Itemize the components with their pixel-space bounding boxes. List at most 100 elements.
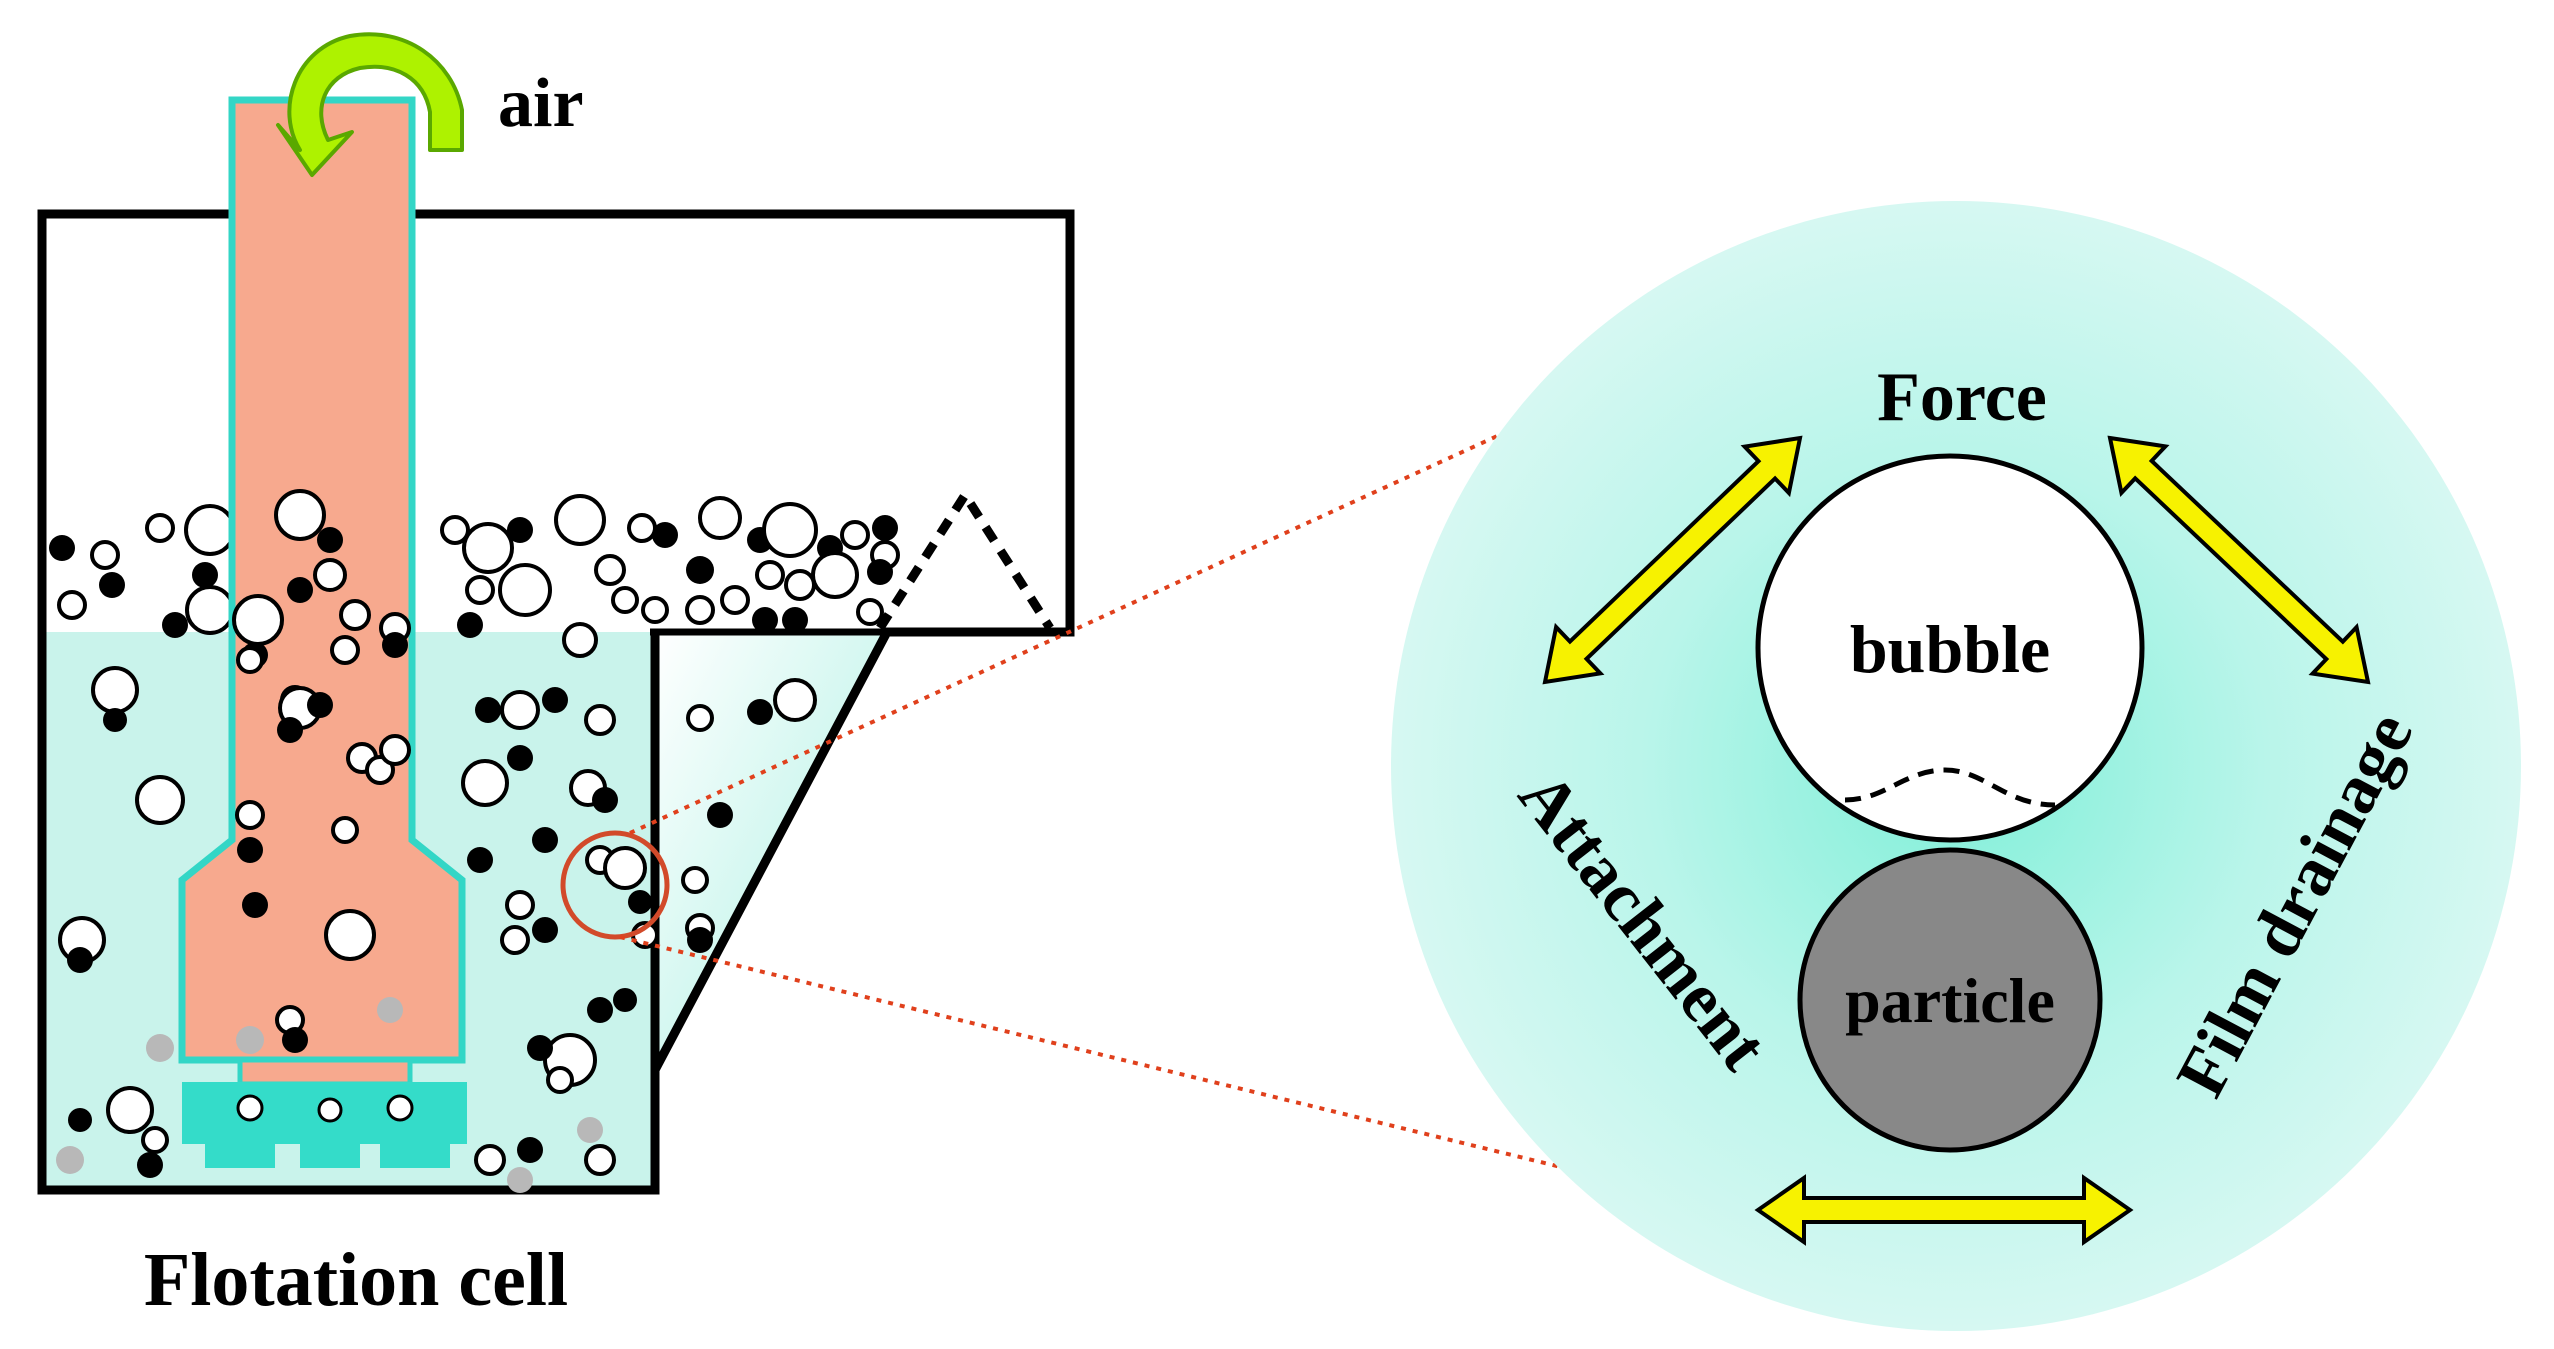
mineral-particle bbox=[507, 745, 533, 771]
double-arrow-force-drainage bbox=[2107, 435, 2371, 685]
bubble-label: bubble bbox=[1850, 611, 2050, 687]
air-bubble bbox=[554, 494, 606, 546]
air-bubble bbox=[584, 1144, 616, 1176]
air-bubble bbox=[686, 704, 714, 732]
mineral-particle bbox=[527, 1035, 553, 1061]
mineral-particle bbox=[242, 892, 268, 918]
air-label: air bbox=[498, 65, 584, 142]
zoom-indicator bbox=[560, 403, 1566, 1170]
particle-circle bbox=[1797, 847, 2103, 1153]
air-bubble bbox=[185, 585, 235, 635]
air-bubble bbox=[784, 569, 816, 601]
air-bubble bbox=[324, 909, 376, 961]
mineral-particle bbox=[532, 917, 558, 943]
mineral-particle bbox=[577, 1117, 603, 1143]
froth-overflow-dashes bbox=[876, 486, 1054, 631]
detail-circle: bubble particle Force Attachment Film dr… bbox=[1391, 201, 2521, 1331]
air-bubble bbox=[184, 504, 236, 556]
mineral-particle bbox=[613, 988, 637, 1012]
mineral-particle bbox=[475, 697, 501, 723]
mineral-particle bbox=[747, 699, 773, 725]
air-bubble bbox=[461, 759, 509, 807]
mineral-particle bbox=[146, 1034, 174, 1062]
air-bubble bbox=[773, 678, 817, 722]
air-bubble bbox=[145, 513, 175, 543]
air-bubble bbox=[135, 775, 185, 825]
mineral-particle bbox=[277, 717, 303, 743]
air-bubble bbox=[236, 646, 264, 674]
mineral-particle bbox=[467, 847, 493, 873]
dotted-connector-bottom bbox=[619, 935, 1566, 1170]
mineral-particle bbox=[782, 607, 808, 633]
air-bubble bbox=[698, 496, 742, 540]
air-bubble bbox=[500, 690, 540, 730]
air-bubble bbox=[106, 1086, 154, 1134]
air-bubble bbox=[141, 1126, 169, 1154]
air-bubble bbox=[603, 846, 647, 890]
impeller bbox=[182, 1057, 467, 1168]
mineral-particle bbox=[236, 1026, 264, 1054]
mineral-particle bbox=[872, 515, 898, 541]
zoom-circle bbox=[560, 830, 670, 940]
mineral-particle bbox=[137, 1152, 163, 1178]
mineral-particle bbox=[628, 890, 652, 914]
mineral-particle bbox=[587, 997, 613, 1023]
mineral-particle bbox=[687, 927, 713, 953]
mineral-particle bbox=[752, 607, 778, 633]
double-arrow-attachment-drainage bbox=[1754, 1174, 2134, 1246]
air-bubble bbox=[500, 925, 530, 955]
bubble-deformation-dashes bbox=[1844, 767, 2056, 808]
mineral-particle bbox=[382, 632, 408, 658]
air-bubble bbox=[762, 502, 818, 558]
air-bubble bbox=[681, 866, 709, 894]
mineral-particle bbox=[532, 827, 558, 853]
mineral-particle bbox=[287, 577, 313, 603]
air-bubble bbox=[91, 666, 139, 714]
air-bubble bbox=[440, 515, 470, 545]
air-bubble bbox=[313, 558, 347, 592]
mineral-particle bbox=[457, 612, 483, 638]
mineral-particle bbox=[686, 556, 714, 584]
flotation-cell-label: Flotation cell bbox=[144, 1238, 568, 1322]
mineral-particle bbox=[542, 687, 568, 713]
cell-bubbles-group bbox=[49, 494, 900, 1193]
air-bubble bbox=[462, 522, 514, 574]
air-bubble bbox=[339, 599, 371, 631]
tank-outline bbox=[37, 209, 1075, 1195]
air-bubble bbox=[562, 622, 598, 658]
mineral-particle bbox=[67, 947, 93, 973]
mineral-particle bbox=[237, 837, 263, 863]
air-bubble bbox=[546, 1066, 574, 1094]
mineral-particle bbox=[56, 1146, 84, 1174]
rotor-assembly bbox=[178, 96, 467, 1168]
rotor-bubbles-group bbox=[232, 489, 411, 1054]
air-bubble bbox=[594, 554, 626, 586]
force-label: Force bbox=[1877, 359, 2047, 436]
air-bubble bbox=[274, 489, 326, 541]
mineral-particle bbox=[49, 535, 75, 561]
mineral-particle bbox=[867, 559, 893, 585]
mineral-particle bbox=[307, 692, 333, 718]
air-bubble bbox=[856, 598, 884, 626]
mineral-particle bbox=[377, 997, 403, 1023]
particle-label: particle bbox=[1845, 965, 2055, 1036]
air-bubble bbox=[755, 560, 785, 590]
double-arrow-attachment-force bbox=[1542, 435, 1803, 685]
mineral-particle bbox=[592, 787, 618, 813]
mineral-particle bbox=[317, 527, 343, 553]
air-bubble bbox=[474, 1144, 506, 1176]
air-bubble bbox=[811, 551, 859, 599]
air-bubble bbox=[90, 540, 120, 570]
air-bubble bbox=[465, 575, 495, 605]
air-bubble bbox=[379, 734, 411, 766]
dotted-connector-top bbox=[629, 403, 1566, 835]
mineral-particle bbox=[162, 612, 188, 638]
mineral-particle bbox=[507, 1167, 533, 1193]
mineral-particle bbox=[707, 802, 733, 828]
air-bubble bbox=[505, 890, 535, 920]
mineral-particle bbox=[507, 517, 533, 543]
air-bubble bbox=[331, 816, 359, 844]
air-bubble bbox=[720, 585, 750, 615]
